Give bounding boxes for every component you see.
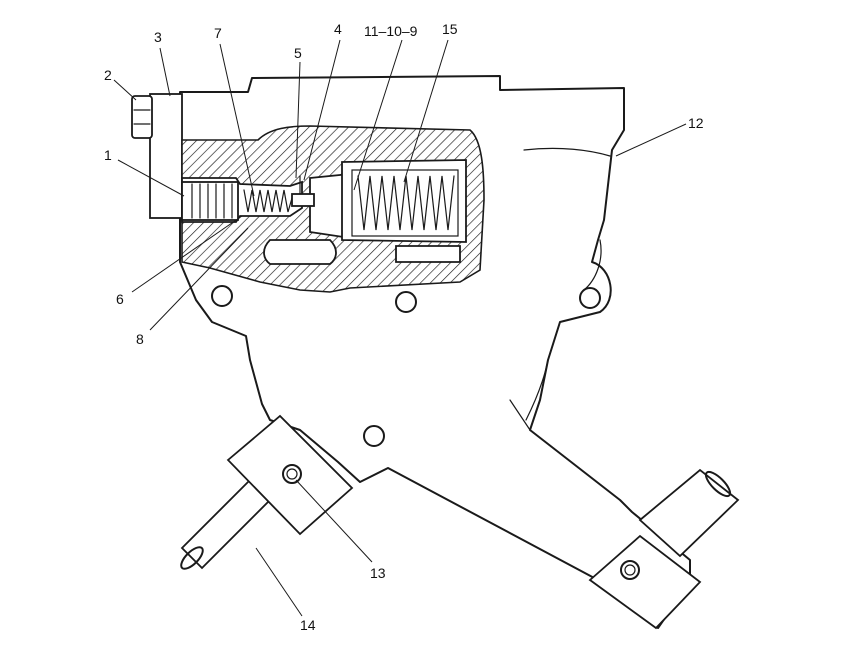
callout-2: 2: [104, 67, 112, 83]
callout-13: 13: [370, 565, 386, 581]
mounting-holes: [211, 285, 601, 447]
callout-4: 4: [334, 21, 342, 37]
callout-14: 14: [300, 617, 316, 633]
callout-15: 15: [442, 21, 458, 37]
end-cover-plate: [149, 93, 183, 219]
pivot-pin-right: [638, 468, 740, 558]
link-plate-right: [588, 534, 702, 630]
callout-6: 6: [116, 291, 124, 307]
mounting-hole-left: [211, 285, 233, 307]
link-plate-left: [226, 414, 354, 536]
mounting-hole-lower: [363, 425, 385, 447]
callout-1: 1: [104, 147, 112, 163]
piston: [181, 181, 239, 221]
cover-bolt: [131, 95, 153, 139]
callout-11-10-9: 11–10–9: [364, 23, 418, 39]
callout-7: 7: [214, 25, 222, 41]
callout-8: 8: [136, 331, 144, 347]
small-spring: [243, 189, 293, 213]
leader-lines: [113, 39, 687, 617]
mounting-hole-center: [395, 291, 417, 313]
callout-5: 5: [294, 45, 302, 61]
mounting-hole-right: [579, 287, 601, 309]
callouts: 1 2 3 7 5 4 11–10–9 15 12 6 8 13 14: [104, 21, 704, 633]
valve-pin: [291, 175, 315, 207]
callout-3: 3: [154, 29, 162, 45]
pivot-pin-left: [180, 478, 272, 570]
callout-12: 12: [688, 115, 704, 131]
